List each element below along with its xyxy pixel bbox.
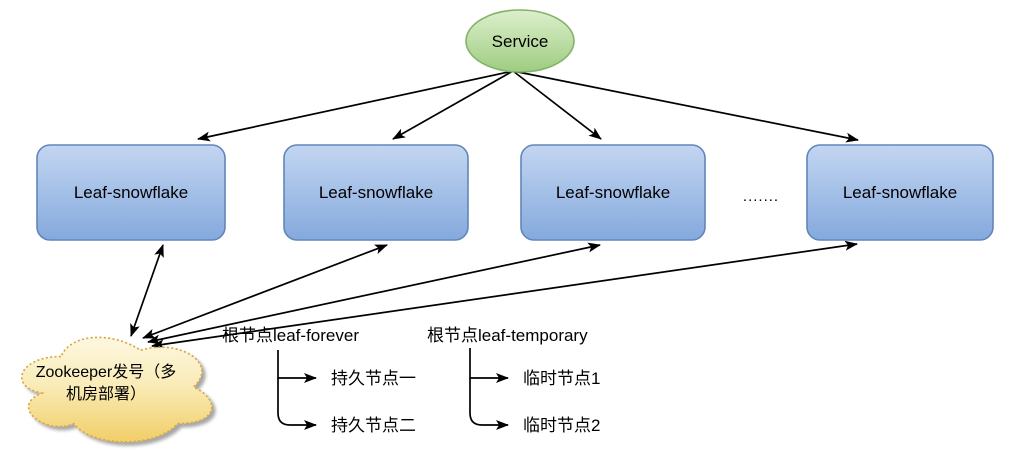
service-ellipse <box>465 9 575 73</box>
cloud-arrows <box>130 240 858 350</box>
cloud-label-line2: 机房部署） <box>66 385 146 403</box>
tree-leaf-forever: 根节点leaf-forever 持久节点一 持久节点二 <box>222 326 416 435</box>
arrow-cloud-node-4 <box>151 240 858 350</box>
tree-temporary-branch-1 <box>469 348 509 383</box>
tree-temporary-child-1-label: 临时节点1 <box>523 369 600 388</box>
tree-forever-child-2-label: 持久节点二 <box>331 416 416 435</box>
tree-forever-branch-2 <box>277 378 317 430</box>
ellipsis-dots: ....... <box>743 188 779 205</box>
service-node: Service <box>465 9 575 73</box>
tree-forever-root-label: 根节点leaf-forever <box>222 326 359 345</box>
leaf-node-1 <box>36 144 226 241</box>
tree-forever-branch-1 <box>277 350 317 383</box>
leaf-node-2 <box>283 144 469 241</box>
tree-leaf-temporary: 根节点leaf-temporary 临时节点1 临时节点2 <box>427 326 600 435</box>
cloud-shape <box>21 336 213 443</box>
leaf-node-4-label: Leaf-snowflake <box>843 183 957 202</box>
leaf-node-4 <box>806 144 994 241</box>
arrow-cloud-node-1 <box>130 244 164 337</box>
tree-temporary-branch-2 <box>469 378 509 430</box>
leaf-snowflake-nodes: Leaf-snowflake Leaf-snowflake Leaf-snowf… <box>36 144 994 241</box>
arrow-service-to-node-3 <box>512 70 602 140</box>
service-label: Service <box>492 32 549 51</box>
leaf-node-3-label: Leaf-snowflake <box>556 183 670 202</box>
leaf-node-1-label: Leaf-snowflake <box>74 183 188 202</box>
arrow-service-to-node-1 <box>197 70 514 142</box>
cloud-label-line1: Zookeeper发号（多 <box>36 363 177 381</box>
tree-forever-child-1-label: 持久节点一 <box>331 369 416 388</box>
tree-temporary-child-2-label: 临时节点2 <box>523 416 600 435</box>
arrow-service-to-node-2 <box>392 70 514 140</box>
arrow-cloud-node-2 <box>142 244 388 339</box>
zookeeper-cloud: Zookeeper发号（多 机房部署） <box>21 336 213 443</box>
arrow-service-to-node-4 <box>512 70 859 143</box>
service-arrows <box>197 70 859 143</box>
tree-temporary-root-label: 根节点leaf-temporary <box>427 326 588 345</box>
leaf-node-2-label: Leaf-snowflake <box>319 183 433 202</box>
leaf-node-3 <box>520 144 706 241</box>
